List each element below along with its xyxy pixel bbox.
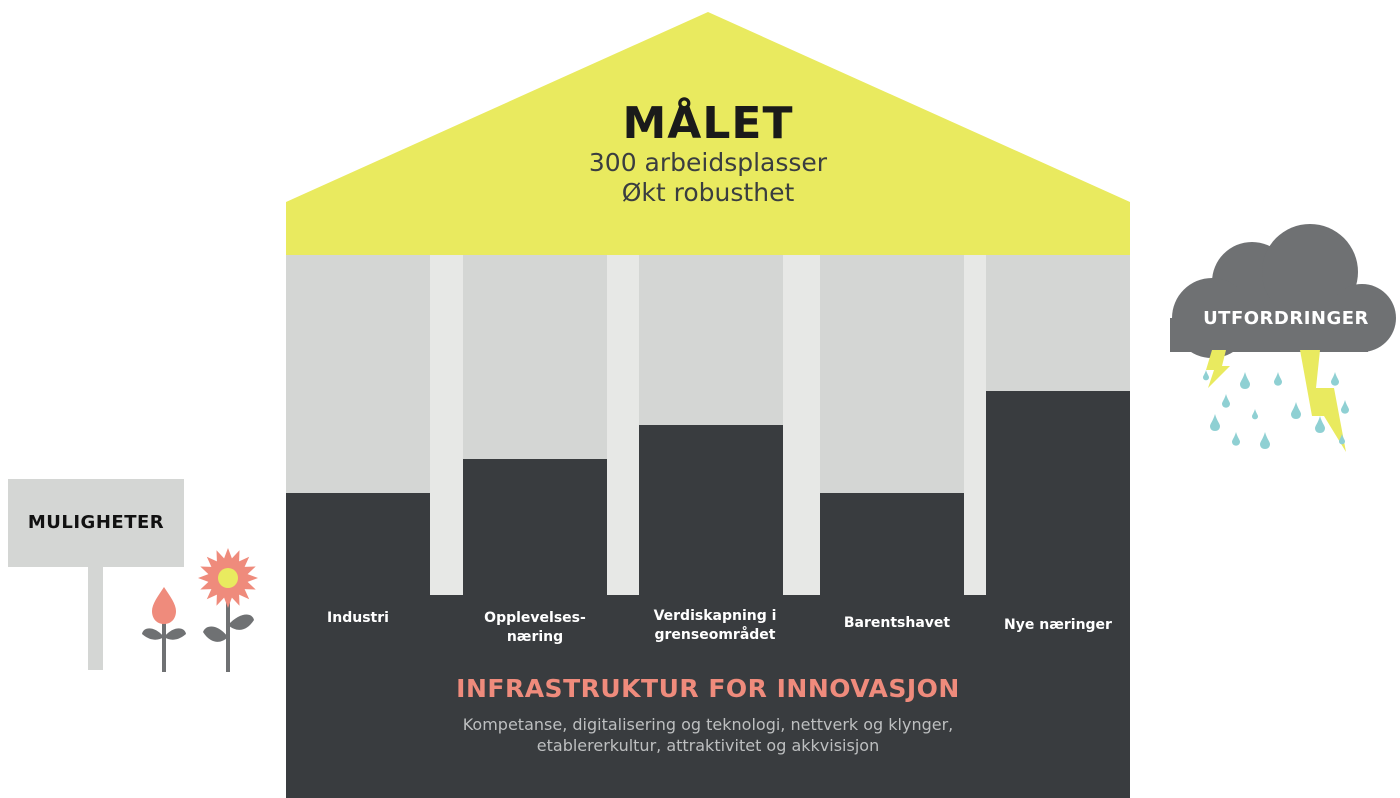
raindrop-icon xyxy=(1339,434,1345,445)
raindrop-icon xyxy=(1291,402,1301,419)
foundation-line-2: etablererkultur, attraktivitet og akkvis… xyxy=(536,736,880,755)
raindrop-icon xyxy=(1252,409,1258,420)
challenges-label: UTFORDRINGER xyxy=(1203,308,1369,329)
foundation-line-1: Kompetanse, digitalisering og teknologi,… xyxy=(462,715,954,734)
goal-line-2: Økt robusthet xyxy=(621,178,795,207)
flower-bud-icon xyxy=(142,587,186,672)
raindrop-icon xyxy=(1341,400,1349,414)
pillar-gap xyxy=(964,255,986,595)
pillar-label-opplevelses: Opplevelses- næring xyxy=(484,610,586,645)
rain xyxy=(1203,370,1349,449)
pillar-column xyxy=(286,255,430,493)
sign-post xyxy=(88,562,103,670)
sign-board xyxy=(8,479,184,567)
raindrop-icon xyxy=(1331,372,1339,386)
roof xyxy=(286,12,1130,255)
pillars xyxy=(286,255,1130,595)
opportunities-label: MULIGHETER xyxy=(27,512,165,533)
sunflower-icon xyxy=(198,548,258,672)
lightning-icon xyxy=(1206,350,1230,388)
pillar-label-industri: Industri xyxy=(327,610,389,626)
lightning-icon xyxy=(1300,350,1346,452)
pillar-gap xyxy=(430,255,463,595)
raindrop-icon xyxy=(1203,370,1209,381)
foundation-title: INFRASTRUKTUR FOR INNOVASJON xyxy=(456,674,960,703)
raindrop-icon xyxy=(1315,416,1325,433)
pillar-label-nye-naeringer: Nye næringer xyxy=(1004,617,1112,633)
storm-cloud-icon xyxy=(1170,224,1396,358)
pillar-column xyxy=(986,255,1130,391)
raindrop-icon xyxy=(1274,372,1282,386)
raindrop-icon xyxy=(1222,394,1230,408)
goal-title: MÅLET xyxy=(622,98,794,149)
raindrop-icon xyxy=(1240,372,1250,389)
pillar-label-verdiskapning: Verdiskapning i grenseområdet xyxy=(653,608,777,643)
raindrop-icon xyxy=(1210,414,1220,431)
pillar-column xyxy=(820,255,964,493)
pillar-label-barentshavet: Barentshavet xyxy=(843,615,951,631)
pillar-column xyxy=(639,255,783,425)
pillar-gap xyxy=(607,255,639,595)
pillar-gap xyxy=(783,255,820,595)
goal-line-1: 300 arbeidsplasser xyxy=(588,148,828,177)
raindrop-icon xyxy=(1232,432,1240,446)
raindrop-icon xyxy=(1260,432,1270,449)
pillar-column xyxy=(463,255,607,459)
